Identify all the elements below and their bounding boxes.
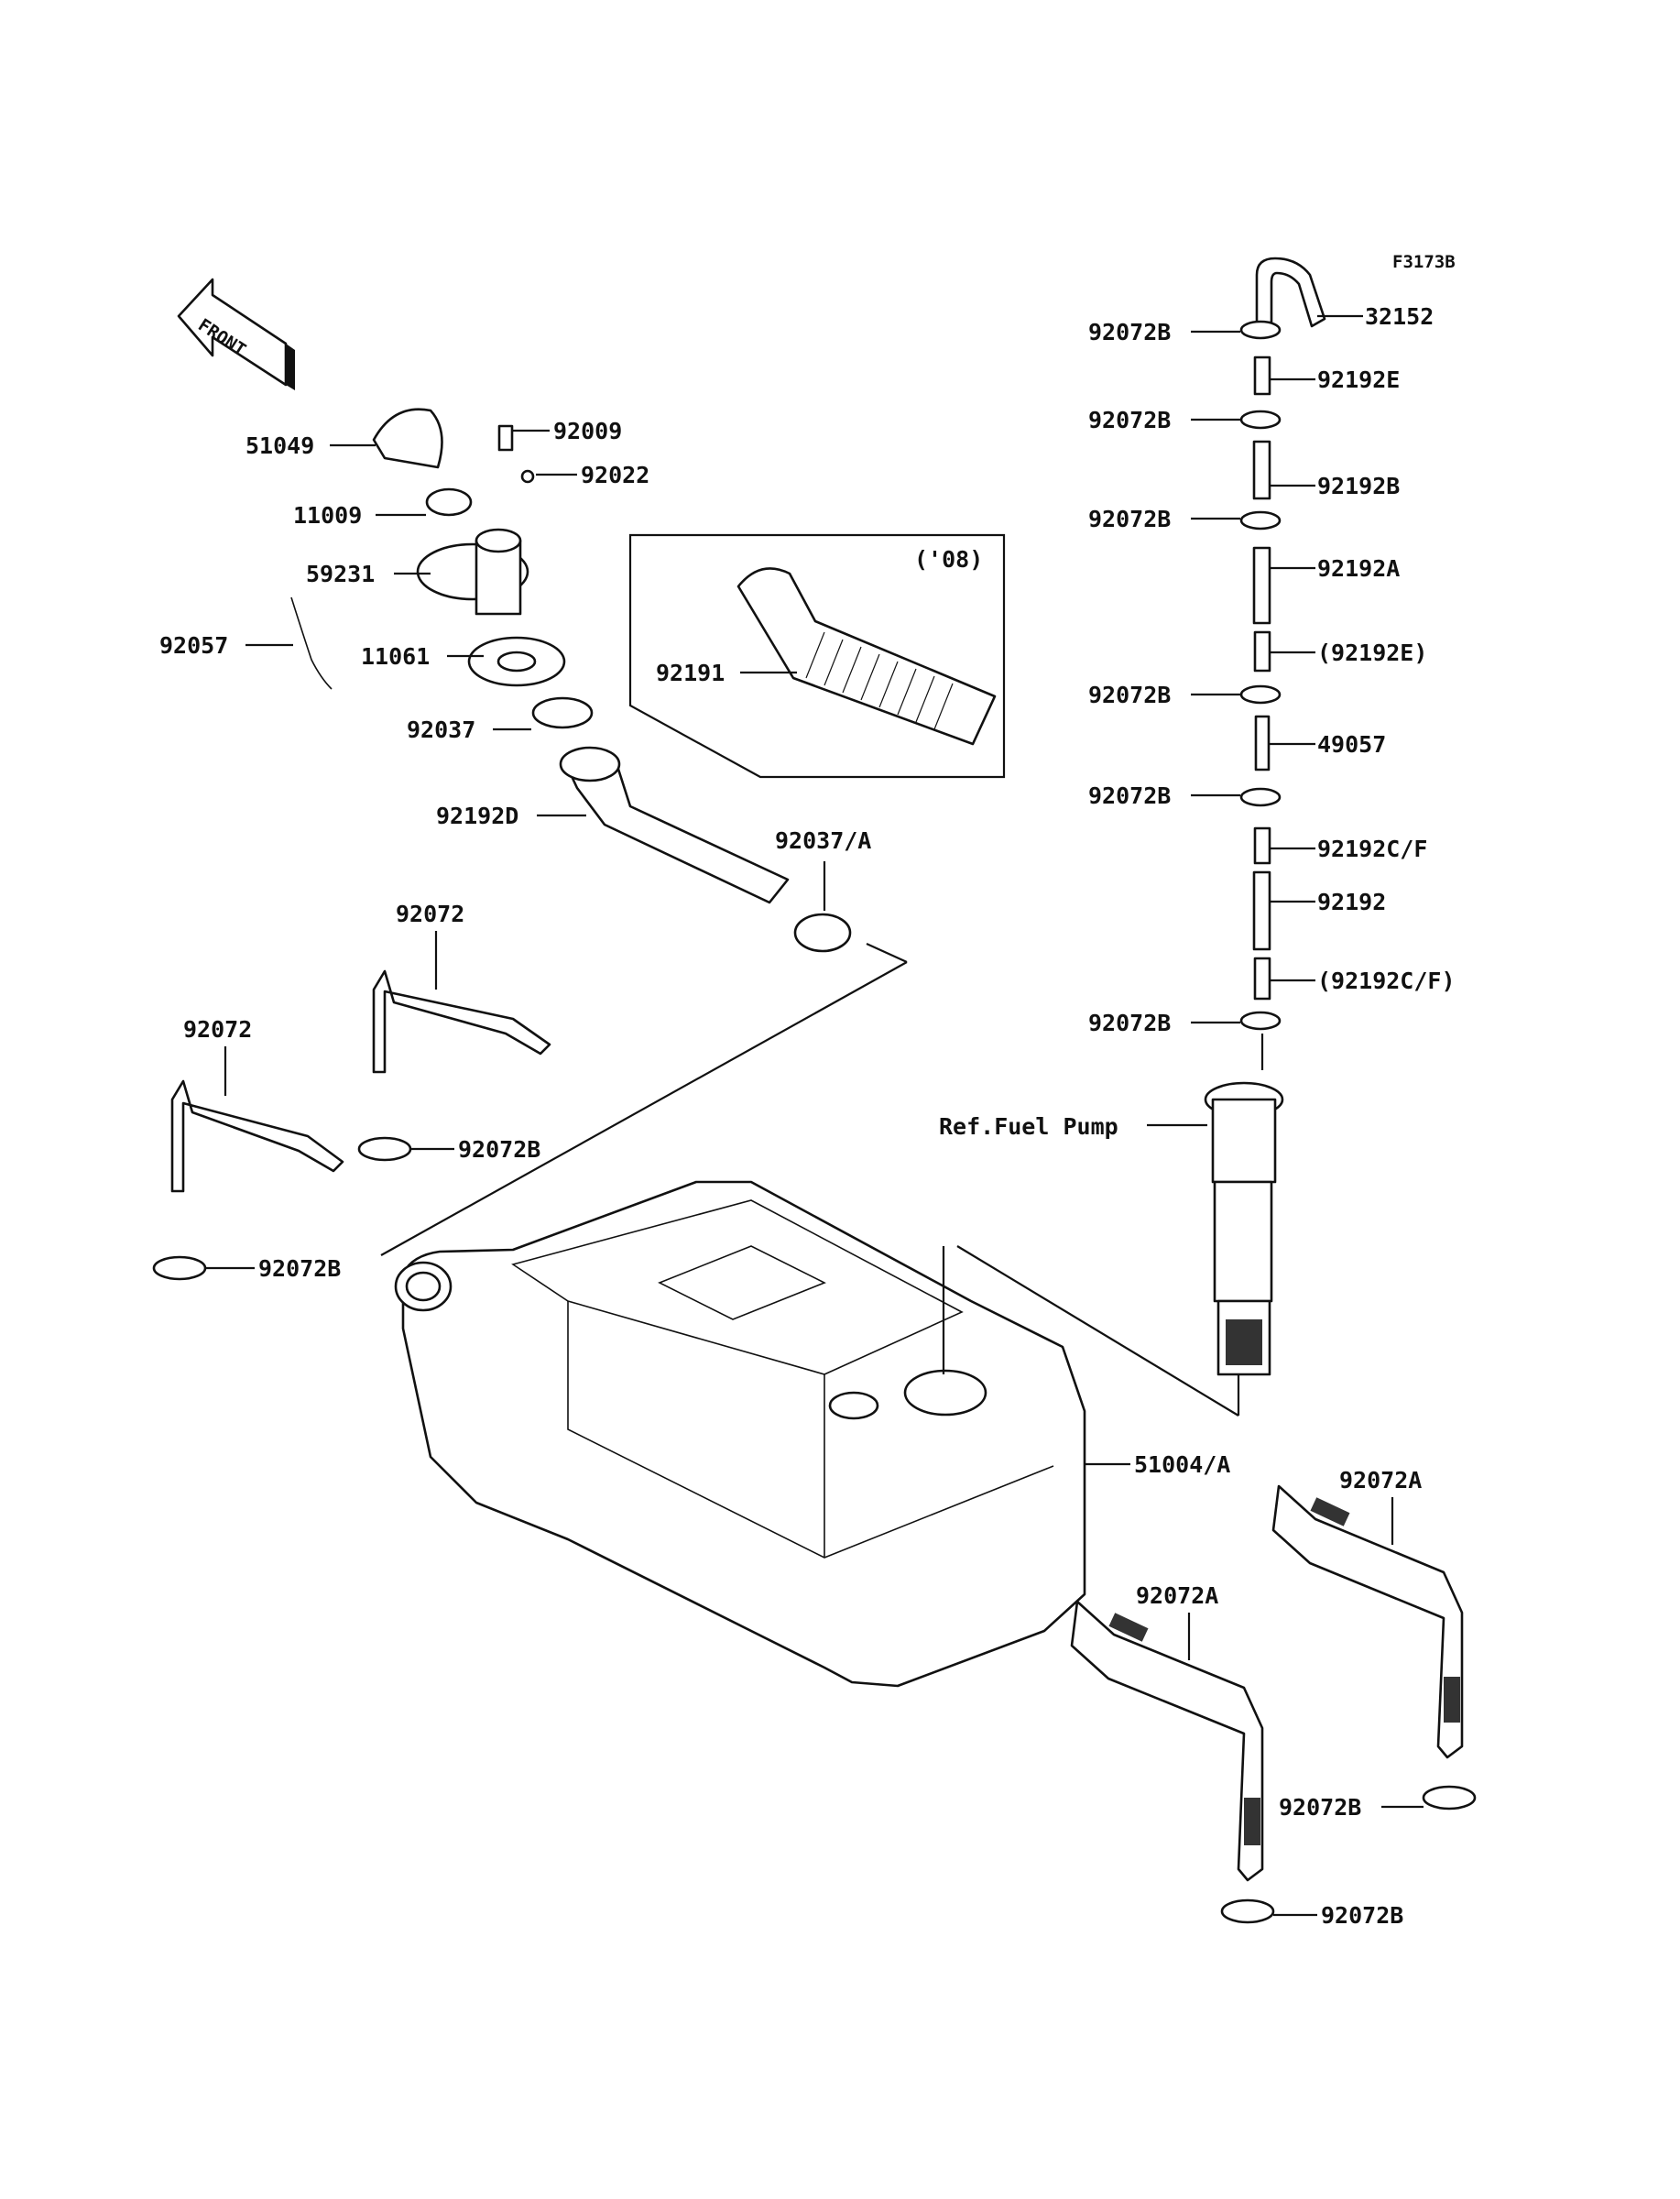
hose-clamp — [152, 1255, 207, 1281]
label-92072B: 92072B — [1321, 1902, 1403, 1929]
bent-hose-32152 — [1255, 257, 1326, 328]
strap-clamps-lower: 92072B 92072B — [1220, 1785, 1477, 1929]
cord-92057 — [290, 596, 333, 690]
label-92072B: 92072B — [1088, 782, 1171, 809]
spring-hose-92192B — [1252, 440, 1271, 500]
guide-line — [380, 961, 908, 1256]
bolt-92009 — [497, 424, 514, 452]
hose-clamp — [1239, 510, 1282, 531]
spring-hose-92192A — [1252, 546, 1271, 625]
label-51004A: 51004/A — [1134, 1451, 1230, 1478]
label-92072B: 92072B — [1088, 319, 1171, 345]
hose-segment-ref-92192E — [1253, 630, 1271, 673]
label-92192D: 92192D — [436, 803, 518, 829]
strap-92072-right: 92072 — [372, 901, 551, 1074]
label-49057: 49057 — [1317, 731, 1386, 758]
label-92192B: 92192B — [1317, 473, 1400, 499]
label-92192: 92192 — [1317, 889, 1386, 915]
label-59231: 59231 — [306, 561, 375, 587]
label-ref-92192CF: (92192C/F) — [1317, 968, 1456, 994]
label-92072B: 92072B — [458, 1136, 540, 1163]
label-11061: 11061 — [361, 643, 430, 670]
inset-box — [628, 533, 1006, 779]
fuel-tank-51004A: 51004/A — [394, 1180, 1230, 1688]
hose-clamp — [1220, 1898, 1275, 1924]
label-92072: 92072 — [396, 901, 464, 927]
inset-08: ('08) 92191 — [628, 533, 1006, 779]
clamp-92037A — [793, 913, 852, 953]
figure-code: F3173B — [1392, 252, 1456, 272]
label-92037: 92037 — [407, 717, 475, 743]
filler-assembly: 51049 92009 92022 11009 59231 92057 1106… — [159, 408, 871, 953]
label-92072B: 92072B — [1088, 1010, 1171, 1036]
tank-pump-port — [903, 1369, 987, 1417]
guide-line — [956, 1245, 1239, 1417]
label-92192CF: 92192C/F — [1317, 836, 1427, 862]
washer-92022 — [520, 469, 535, 484]
hose-clamp — [1422, 1785, 1477, 1811]
strap-92072A-right: 92072A — [1271, 1467, 1464, 1759]
label-92057: 92057 — [159, 632, 228, 659]
label-92009: 92009 — [553, 418, 622, 444]
hose-clamp — [1239, 684, 1282, 705]
strap-92072-left: 92072 — [170, 1016, 344, 1193]
ring-11009 — [425, 487, 473, 517]
clamp-92037 — [531, 696, 594, 729]
strap-clamps-upper: 92072B 92072B — [152, 1136, 540, 1282]
fuel-pump: Ref.Fuel Pump — [939, 1034, 1284, 1416]
strap-92072A-left: 92072A — [1070, 1582, 1264, 1882]
connector-49057 — [1254, 715, 1271, 771]
label-92191: 92191 — [656, 660, 725, 686]
label-92072: 92072 — [183, 1016, 252, 1043]
label-92022: 92022 — [581, 462, 649, 488]
ref-fuel-pump-label: Ref.Fuel Pump — [939, 1113, 1118, 1140]
hose-clamp — [357, 1136, 412, 1162]
cap-51049 — [372, 408, 443, 469]
tank-body — [401, 1180, 1086, 1688]
front-arrow-icon: FRONT — [177, 278, 295, 390]
hose-clamp — [1239, 1011, 1282, 1031]
spring-hose-92192 — [1252, 870, 1271, 951]
label-92072A: 92072A — [1339, 1467, 1422, 1493]
label-11009: 11009 — [293, 502, 362, 529]
inset-label: ('08) — [914, 546, 983, 573]
label-92192E: 92192E — [1317, 366, 1400, 393]
hose-clamp — [1239, 320, 1282, 340]
label-92072B: 92072B — [1088, 682, 1171, 708]
label-ref-92192E: (92192E) — [1317, 640, 1427, 666]
hose-segment-ref-92192CF — [1253, 957, 1271, 1001]
label-92072B: 92072B — [1088, 506, 1171, 532]
label-92072A: 92072A — [1136, 1582, 1218, 1609]
label-92072B: 92072B — [258, 1255, 341, 1282]
hose-stack — [1239, 257, 1326, 1031]
label-92072B: 92072B — [1088, 407, 1171, 433]
label-51049: 51049 — [245, 432, 314, 459]
tank-port-small — [828, 1391, 879, 1420]
hose-segment-92192E — [1253, 356, 1271, 396]
bellows-hose-92191 — [736, 567, 997, 746]
hose-clamp — [1239, 410, 1282, 430]
label-92192A: 92192A — [1317, 555, 1400, 582]
label-92037A: 92037/A — [775, 827, 871, 854]
label-92072B: 92072B — [1279, 1794, 1361, 1821]
hose-segment-92192CF — [1253, 826, 1271, 865]
hose-clamp — [1239, 787, 1282, 807]
label-32152: 32152 — [1365, 303, 1434, 330]
right-labels: 32152 92072B 92192E 92072B 92192B 92072B… — [1088, 303, 1456, 1036]
